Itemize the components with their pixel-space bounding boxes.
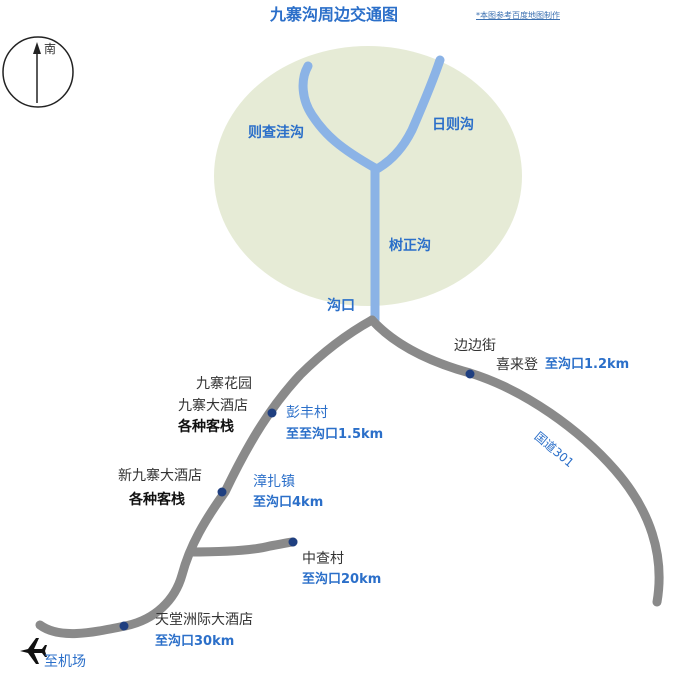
marker-zhongcha [288,537,298,547]
place-xinjiuzhai-line2: 各种客栈 [129,492,185,508]
place-zhongcha-distance: 至沟口20km [302,572,382,587]
place-pengfeng-distance: 至至沟口1.5km [286,427,384,442]
place-jiuzhai-garden-line2: 九寨大酒店 [178,398,248,414]
marker-zhangzha [217,487,227,497]
place-bianbianjie-sub: 喜来登 [496,357,538,373]
label-entrance: 沟口 [327,298,355,314]
airplane-icon [20,638,47,664]
road-branch-zhongcha [185,537,298,557]
map-title: 九寨沟周边交通图 [270,5,399,24]
place-tiantang-distance: 至沟口30km [155,634,235,649]
place-bianbianjie-distance: 至沟口1.2km [545,357,630,372]
place-zhangzha-name: 漳扎镇 [253,474,295,490]
road-national-301 [367,315,664,607]
place-xinjiuzhai-line1: 新九寨大酒店 [118,468,202,484]
river-rize-valley [370,55,445,175]
place-tiantang-name: 天堂洲际大酒店 [155,612,253,628]
compass-label: 南 [44,42,57,56]
place-zhongcha-name: 中查村 [302,551,344,567]
place-bianbianjie-name: 边边街 [454,338,496,354]
marker-tiantang [119,621,129,631]
label-shuzheng-valley: 树正沟 [389,238,431,254]
place-zhangzha-distance: 至沟口4km [253,495,324,510]
label-to-airport: 至机场 [44,654,86,670]
place-pengfeng-name: 彭丰村 [286,405,328,421]
label-rize-valley: 日则沟 [432,117,474,133]
place-jiuzhai-garden-line1: 九寨花园 [196,376,252,392]
place-jiuzhai-garden-line3: 各种客栈 [178,419,234,435]
label-zechawa-valley: 则查洼沟 [248,125,304,141]
marker-bianbianjie [465,369,475,379]
road-main-southwest [35,315,377,639]
scenic-area [214,46,522,306]
river-zechawa-valley [298,61,380,173]
source-note: *本图参考百度地图制作 [476,11,560,20]
marker-pengfeng [267,408,277,418]
compass-north-arrow-icon [2,36,74,108]
